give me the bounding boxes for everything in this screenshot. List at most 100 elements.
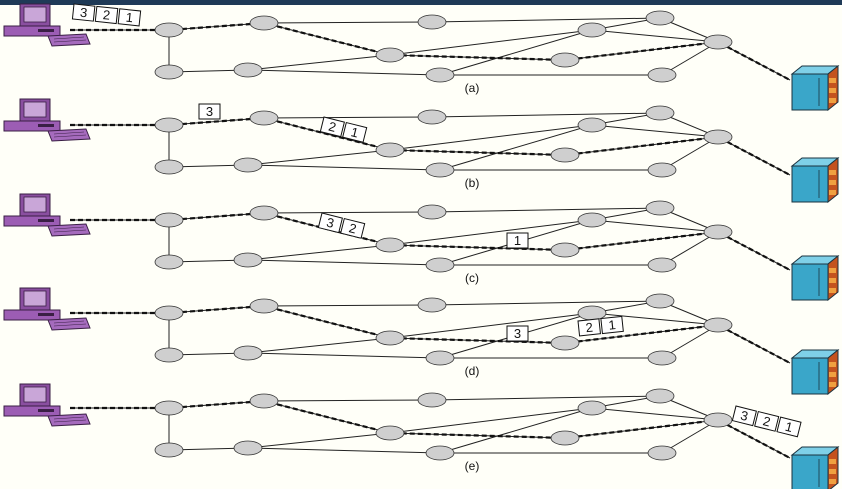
packet-label: 1 bbox=[349, 124, 360, 140]
network-link bbox=[247, 69, 441, 76]
router-node bbox=[550, 147, 580, 163]
router-node bbox=[425, 257, 455, 273]
router-node bbox=[249, 393, 279, 409]
router-node bbox=[154, 212, 184, 228]
router-node bbox=[154, 159, 184, 175]
router-node bbox=[154, 305, 184, 321]
router-node bbox=[417, 109, 447, 125]
network-link bbox=[591, 219, 719, 233]
packet-label: 3 bbox=[79, 5, 88, 21]
router-node bbox=[233, 252, 263, 268]
network-link bbox=[431, 300, 661, 306]
network-link bbox=[431, 207, 661, 213]
router-node bbox=[577, 22, 607, 38]
packet-label: 1 bbox=[125, 10, 134, 26]
network-link bbox=[247, 337, 391, 354]
server-icon bbox=[791, 65, 839, 111]
network-link bbox=[431, 112, 661, 118]
packet-label: 2 bbox=[585, 320, 594, 336]
packet-label: 3 bbox=[325, 215, 336, 231]
router-node bbox=[647, 257, 677, 273]
router-node bbox=[417, 14, 447, 30]
router-node bbox=[645, 200, 675, 216]
router-node bbox=[550, 52, 580, 68]
router-node bbox=[425, 67, 455, 83]
router-node bbox=[425, 445, 455, 461]
router-node bbox=[154, 254, 184, 270]
network-link bbox=[247, 352, 441, 359]
network-link bbox=[389, 407, 593, 434]
network-link bbox=[263, 399, 433, 402]
packet-box bbox=[317, 212, 343, 234]
router-node bbox=[703, 412, 733, 428]
router-node bbox=[375, 237, 405, 253]
packet-box bbox=[506, 232, 529, 249]
router-node bbox=[375, 47, 405, 63]
network-link bbox=[439, 29, 593, 76]
server-icon bbox=[791, 349, 839, 395]
panel-caption: (e) bbox=[465, 459, 480, 473]
router-node bbox=[550, 430, 580, 446]
router-node bbox=[645, 388, 675, 404]
packet-box bbox=[117, 8, 142, 27]
network-link bbox=[263, 21, 433, 24]
packet-group: 1 bbox=[506, 232, 529, 249]
packet-label: 2 bbox=[327, 119, 338, 135]
packet-box bbox=[340, 217, 366, 239]
router-node bbox=[647, 162, 677, 178]
router-node bbox=[550, 335, 580, 351]
router-node bbox=[249, 110, 279, 126]
packet-box bbox=[506, 325, 529, 342]
network-link bbox=[591, 124, 719, 138]
router-node bbox=[249, 298, 279, 314]
server-icon bbox=[791, 157, 839, 203]
network-link bbox=[439, 407, 593, 454]
router-node bbox=[645, 105, 675, 121]
title-bar bbox=[0, 0, 842, 5]
packet-box bbox=[731, 405, 757, 427]
router-node bbox=[249, 15, 279, 31]
network-link bbox=[247, 244, 391, 261]
network-link bbox=[591, 407, 719, 421]
network-link bbox=[247, 54, 391, 71]
router-node bbox=[154, 400, 184, 416]
network-link bbox=[247, 164, 441, 171]
router-node bbox=[425, 162, 455, 178]
network-link bbox=[591, 312, 719, 326]
router-node bbox=[154, 22, 184, 38]
router-node bbox=[550, 242, 580, 258]
router-node bbox=[154, 117, 184, 133]
network-link bbox=[389, 312, 593, 339]
packet-label: 1 bbox=[608, 317, 617, 333]
desktop-computer-icon bbox=[3, 98, 91, 142]
packet-box bbox=[71, 3, 96, 22]
router-node bbox=[249, 205, 279, 221]
packet-label: 3 bbox=[514, 326, 521, 341]
panel-caption: (b) bbox=[465, 176, 480, 190]
packet-label: 1 bbox=[514, 233, 521, 248]
router-node bbox=[577, 305, 607, 321]
network-link bbox=[247, 149, 391, 166]
packet-box bbox=[94, 5, 119, 25]
network-link bbox=[389, 29, 593, 56]
network-link bbox=[263, 304, 433, 307]
packet-box bbox=[776, 416, 802, 438]
packet-label: 3 bbox=[206, 104, 213, 119]
packet-label: 2 bbox=[761, 413, 772, 429]
network-link bbox=[439, 124, 593, 171]
router-node bbox=[375, 425, 405, 441]
packet-box bbox=[754, 410, 780, 432]
packet-label: 2 bbox=[347, 220, 358, 236]
router-node bbox=[375, 142, 405, 158]
packet-box bbox=[342, 121, 368, 143]
packet-label: 1 bbox=[784, 419, 795, 435]
desktop-computer-icon bbox=[3, 193, 91, 237]
router-node bbox=[703, 224, 733, 240]
router-node bbox=[577, 212, 607, 228]
